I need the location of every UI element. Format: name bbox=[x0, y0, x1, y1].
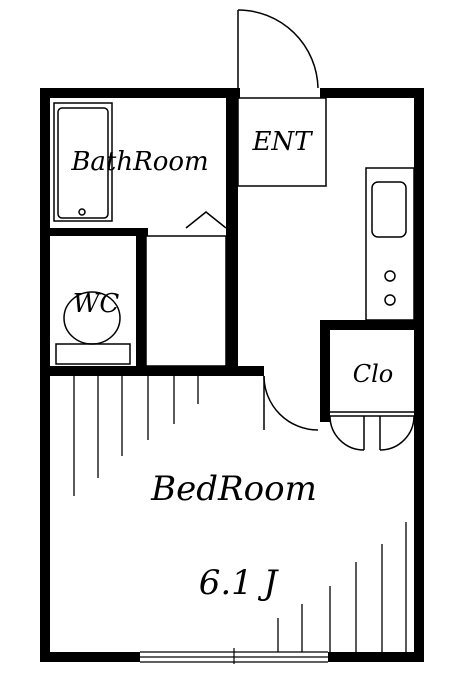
bathroom-label: BathRoom bbox=[70, 147, 208, 177]
bedroom-label: BedRoom bbox=[150, 469, 317, 509]
interior-walls bbox=[40, 98, 424, 422]
bedroom-size-label: 6.1 J bbox=[199, 563, 280, 603]
toilet bbox=[55, 291, 131, 365]
wc-label: WC bbox=[73, 289, 120, 319]
entrance-step bbox=[237, 97, 327, 187]
bedroom-window bbox=[140, 648, 328, 664]
washroom-partition bbox=[145, 211, 227, 367]
stove-burner-2 bbox=[384, 294, 396, 306]
stove-burner-1 bbox=[384, 270, 396, 282]
entrance-door[interactable] bbox=[237, 9, 319, 89]
kitchen-counter bbox=[365, 167, 415, 321]
bathtub bbox=[53, 102, 113, 222]
sunlight-hatching bbox=[73, 376, 407, 652]
closet-doors[interactable] bbox=[329, 411, 415, 451]
bedroom-door[interactable] bbox=[263, 375, 319, 431]
closet-label: Clo bbox=[353, 360, 394, 388]
entrance-label: ENT bbox=[251, 127, 313, 157]
